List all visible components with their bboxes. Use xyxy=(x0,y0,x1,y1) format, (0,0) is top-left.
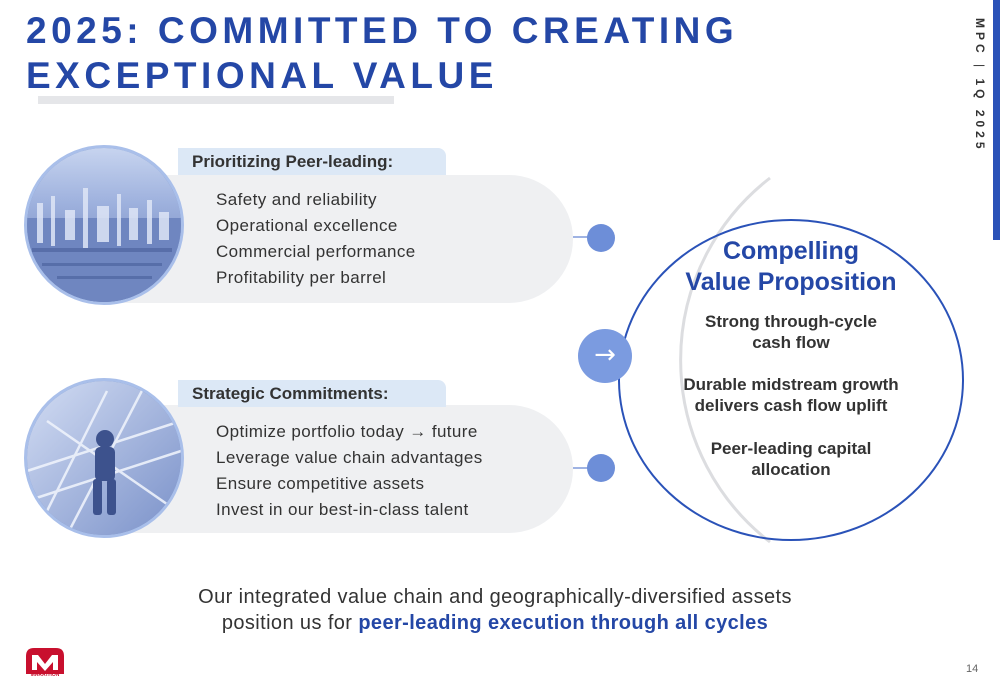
strategic-heading: Strategic Commitments: xyxy=(192,384,389,403)
peer-leading-list: Safety and reliability Operational excel… xyxy=(216,187,416,291)
top-connector-line xyxy=(573,236,593,238)
side-label-company: MPC xyxy=(973,18,987,57)
list-item: Ensure competitive assets xyxy=(216,474,425,493)
top-connector-dot xyxy=(587,224,615,252)
list-item: Commercial performance xyxy=(216,242,416,261)
side-label-separator: | xyxy=(973,64,987,72)
list-item: Profitability per barrel xyxy=(216,268,387,287)
list-item: Safety and reliability xyxy=(216,190,377,209)
list-item: Leverage value chain advantages xyxy=(216,448,483,467)
side-label: MPC | 1Q 2025 xyxy=(963,18,987,218)
value-proposition-item: Peer-leading capital allocation xyxy=(640,438,942,480)
value-item-line: Peer-leading capital xyxy=(710,439,872,458)
closing-statement: Our integrated value chain and geographi… xyxy=(0,584,990,636)
closing-highlight: peer-leading execution through all cycle… xyxy=(358,612,769,634)
value-proposition-title-line-2: Value Proposition xyxy=(685,268,897,296)
peer-leading-panel xyxy=(105,175,573,303)
list-item: Operational excellence xyxy=(216,216,398,235)
peer-leading-tab: Prioritizing Peer-leading: xyxy=(178,148,446,175)
strategic-list: Optimize portfolio today → future Levera… xyxy=(216,419,483,523)
arrow-right-icon: → xyxy=(578,329,632,383)
value-item-line: delivers cash flow uplift xyxy=(694,396,888,415)
value-proposition-item: Strong through-cycle cash flow xyxy=(640,311,942,353)
slide-title: 2025: COMMITTED TO CREATING EXCEPTIONAL … xyxy=(26,8,926,98)
slide-title-line-2: EXCEPTIONAL VALUE xyxy=(26,55,498,96)
closing-line-2-prefix: position us for xyxy=(221,612,359,634)
bottom-connector-dot xyxy=(587,454,615,482)
peer-leading-heading: Prioritizing Peer-leading: xyxy=(192,152,394,171)
value-proposition-item: Durable midstream growth delivers cash f… xyxy=(640,374,942,416)
value-item-line: allocation xyxy=(751,460,831,479)
marathon-logo-icon xyxy=(26,648,64,674)
closing-line-1: Our integrated value chain and geographi… xyxy=(198,586,792,608)
bottom-connector-line xyxy=(573,467,593,469)
value-item-line: Strong through-cycle xyxy=(705,312,877,331)
logo-text: MARATHON xyxy=(30,672,60,678)
worker-photo xyxy=(24,378,184,538)
list-item: Optimize portfolio today → future xyxy=(216,422,478,441)
page-number: 14 xyxy=(966,663,979,675)
title-underline xyxy=(38,96,394,104)
value-item-line: Durable midstream growth xyxy=(683,375,899,394)
list-item: Invest in our best-in-class talent xyxy=(216,500,469,519)
refinery-photo xyxy=(24,145,184,305)
slide-title-line-1: 2025: COMMITTED TO CREATING xyxy=(26,10,739,51)
strategic-tab: Strategic Commitments: xyxy=(178,380,446,407)
value-proposition-title-line-1: Compelling xyxy=(722,237,860,265)
value-item-line: cash flow xyxy=(752,333,830,352)
side-label-period: 1Q 2025 xyxy=(973,78,987,153)
side-accent-bar xyxy=(993,0,1000,240)
closing-line-2: position us for peer-leading execution t… xyxy=(0,610,990,636)
value-proposition-circle xyxy=(618,219,964,541)
value-proposition-title: Compelling Value Proposition xyxy=(618,236,964,298)
